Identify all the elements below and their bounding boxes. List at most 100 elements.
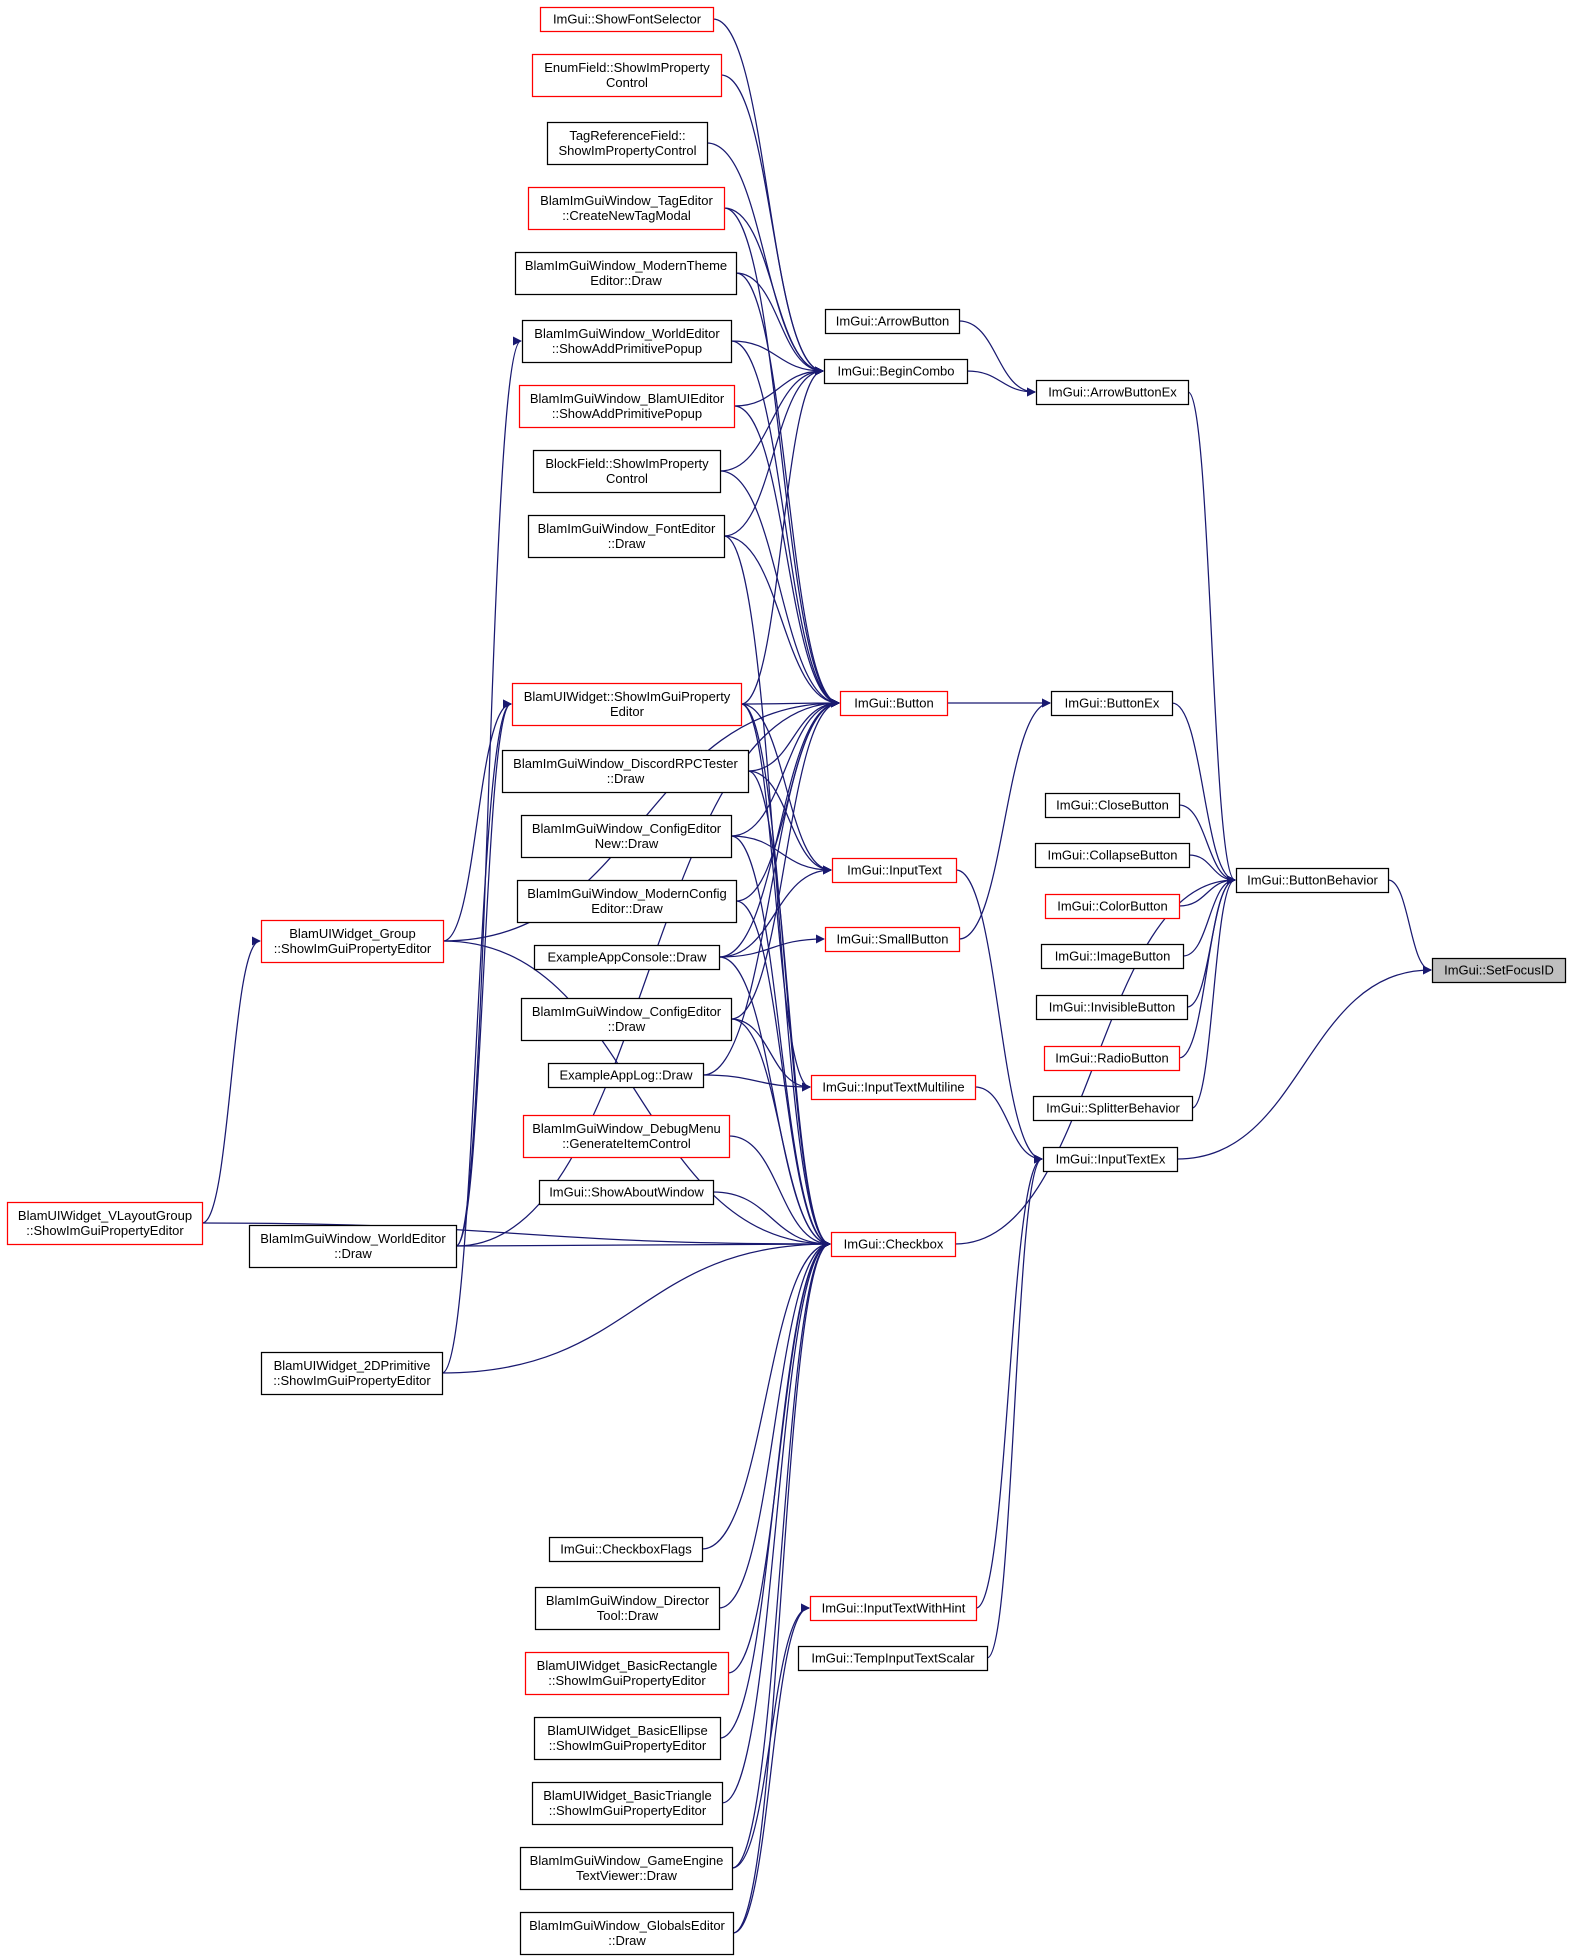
edge-blamuieditor_popup-to-button xyxy=(733,405,840,708)
node-gameengine[interactable]: BlamImGuiWindow_GameEngineTextViewer::Dr… xyxy=(519,1846,734,1891)
node-debugmenu[interactable]: BlamImGuiWindow_DebugMenu::GenerateItemC… xyxy=(522,1114,731,1159)
node-box xyxy=(516,879,738,924)
node-worldeditor_draw[interactable]: BlamImGuiWindow_WorldEditor::Draw xyxy=(248,1224,458,1269)
edge-gameengine-to-inputtextwithhint xyxy=(731,1603,810,1869)
node-globalseditor[interactable]: BlamImGuiWindow_GlobalsEditor::Draw xyxy=(519,1911,735,1956)
node-basicellipse[interactable]: BlamUIWidget_BasicEllipse::ShowImGuiProp… xyxy=(533,1716,722,1761)
edge-prim2d-to-checkbox xyxy=(441,1239,831,1374)
node-label-line: BlamImGuiWindow_WorldEditor xyxy=(534,326,720,341)
node-tagref[interactable]: TagReferenceField::ShowImPropertyControl xyxy=(546,121,709,166)
node-label-line: BlamImGuiWindow_DiscordRPCTester xyxy=(513,756,738,771)
node-tempinputtextscalar[interactable]: ImGui::TempInputTextScalar xyxy=(797,1645,989,1672)
node-showfontselector[interactable]: ImGui::ShowFontSelector xyxy=(539,6,715,33)
node-basicrect[interactable]: BlamUIWidget_BasicRectangle::ShowImGuiPr… xyxy=(524,1651,730,1696)
node-buttonex[interactable]: ImGui::ButtonEx xyxy=(1050,690,1174,717)
node-arrowbuttonex[interactable]: ImGui::ArrowButtonEx xyxy=(1035,379,1190,406)
node-box xyxy=(810,1074,977,1101)
node-box xyxy=(260,1351,444,1396)
node-label-line: ImGui::ArrowButtonEx xyxy=(1048,385,1177,400)
node-label-line: TextViewer::Draw xyxy=(576,1868,678,1883)
node-tageditor[interactable]: BlamImGuiWindow_TagEditor::CreateNewTagM… xyxy=(527,186,726,231)
node-prim2d[interactable]: BlamUIWidget_2DPrimitive::ShowImGuiPrope… xyxy=(260,1351,444,1396)
node-label-line: New::Draw xyxy=(595,836,659,851)
node-checkbox[interactable]: ImGui::Checkbox xyxy=(830,1231,957,1258)
node-arrowbutton[interactable]: ImGui::ArrowButton xyxy=(824,308,961,335)
node-inputtextex[interactable]: ImGui::InputTextEx xyxy=(1042,1146,1179,1173)
node-radiobutton[interactable]: ImGui::RadioButton xyxy=(1043,1045,1181,1072)
node-smallbutton[interactable]: ImGui::SmallButton xyxy=(824,926,961,953)
node-colorbutton[interactable]: ImGui::ColorButton xyxy=(1044,893,1181,920)
node-vlayoutgroup[interactable]: BlamUIWidget_VLayoutGroup::ShowImGuiProp… xyxy=(6,1201,204,1246)
node-configeditor[interactable]: BlamImGuiWindow_ConfigEditor::Draw xyxy=(520,997,733,1042)
node-buttonbehavior[interactable]: ImGui::ButtonBehavior xyxy=(1235,867,1390,894)
node-fonteditor[interactable]: BlamImGuiWindow_FontEditor::Draw xyxy=(527,514,726,559)
node-label-line: BlamImGuiWindow_GameEngine xyxy=(530,1853,724,1868)
node-box xyxy=(533,1716,722,1761)
node-box xyxy=(521,319,733,364)
edges xyxy=(201,18,1432,1934)
edge-gameengine-to-checkbox xyxy=(731,1239,831,1869)
node-label-line: ImGui::InvisibleButton xyxy=(1049,1000,1175,1015)
node-box xyxy=(532,449,722,494)
node-collapsebutton[interactable]: ImGui::CollapseButton xyxy=(1034,842,1191,869)
node-box xyxy=(531,1781,724,1826)
node-checkboxflags[interactable]: ImGui::CheckboxFlags xyxy=(548,1536,704,1563)
edge-configeditor-to-inputtextmultiline xyxy=(730,1018,811,1092)
node-inputtext[interactable]: ImGui::InputText xyxy=(831,857,958,884)
node-basictriangle[interactable]: BlamUIWidget_BasicTriangle::ShowImGuiPro… xyxy=(531,1781,724,1826)
edge-appconsole-to-button xyxy=(718,698,840,958)
node-begincombo[interactable]: ImGui::BeginCombo xyxy=(823,358,969,385)
node-label-line: ImGui::RadioButton xyxy=(1055,1051,1168,1066)
node-showabout[interactable]: ImGui::ShowAboutWindow xyxy=(538,1179,715,1206)
node-discordrpc[interactable]: BlamImGuiWindow_DiscordRPCTester::Draw xyxy=(501,749,750,794)
node-label-line: ::GenerateItemControl xyxy=(562,1136,691,1151)
node-label-line: ImGui::InputText xyxy=(847,863,942,878)
node-worldeditor_popup[interactable]: BlamImGuiWindow_WorldEditor::ShowAddPrim… xyxy=(521,319,733,364)
node-inputtextmultiline[interactable]: ImGui::InputTextMultiline xyxy=(810,1074,977,1101)
node-applog[interactable]: ExampleAppLog::Draw xyxy=(547,1062,705,1089)
node-uiwidget_editor[interactable]: BlamUIWidget::ShowImGuiPropertyEditor xyxy=(511,682,743,727)
node-enumfield[interactable]: EnumField::ShowImPropertyControl xyxy=(531,53,723,98)
node-box xyxy=(520,814,733,859)
node-imagebutton[interactable]: ImGui::ImageButton xyxy=(1040,943,1185,970)
node-blockfield[interactable]: BlockField::ShowImPropertyControl xyxy=(532,449,722,494)
node-box xyxy=(531,53,723,98)
node-label-line: BlamImGuiWindow_WorldEditor xyxy=(260,1231,446,1246)
node-box xyxy=(824,308,961,335)
node-label-line: ::Draw xyxy=(608,1019,646,1034)
edge-basicellipse-to-checkbox xyxy=(719,1239,831,1739)
node-appconsole[interactable]: ExampleAppConsole::Draw xyxy=(533,944,721,971)
node-label-line: ::ShowImGuiPropertyEditor xyxy=(549,1803,707,1818)
node-label-line: BlamImGuiWindow_DebugMenu xyxy=(532,1121,721,1136)
edge-buttonbehavior-to-setfocusid xyxy=(1387,879,1432,975)
node-label-line: ImGui::CheckboxFlags xyxy=(560,1542,692,1557)
node-label-line: ImGui::ColorButton xyxy=(1057,899,1168,914)
node-setfocusid[interactable]: ImGui::SetFocusID xyxy=(1431,957,1567,984)
node-group[interactable]: BlamUIWidget_Group::ShowImGuiPropertyEdi… xyxy=(260,919,445,964)
node-label-line: ImGui::Button xyxy=(854,696,933,711)
node-label-line: ExampleAppLog::Draw xyxy=(560,1068,694,1083)
node-label-line: ::ShowImGuiPropertyEditor xyxy=(26,1223,184,1238)
node-splitterbehavior[interactable]: ImGui::SplitterBehavior xyxy=(1032,1095,1194,1122)
node-invisiblebutton[interactable]: ImGui::InvisibleButton xyxy=(1035,994,1189,1021)
node-box xyxy=(539,6,715,33)
node-closebutton[interactable]: ImGui::CloseButton xyxy=(1044,792,1181,819)
edge-splitterbehavior-to-buttonbehavior xyxy=(1191,875,1236,1109)
node-inputtextwithhint[interactable]: ImGui::InputTextWithHint xyxy=(809,1595,978,1622)
node-label-line: BlamImGuiWindow_ModernConfig xyxy=(527,886,726,901)
node-button[interactable]: ImGui::Button xyxy=(839,690,949,717)
node-box xyxy=(514,251,738,296)
edge-uiwidget_editor-to-begincombo xyxy=(740,366,824,705)
node-label-line: ::ShowImGuiPropertyEditor xyxy=(274,941,432,956)
nodes: ImGui::ShowFontSelectorEnumField::ShowIm… xyxy=(6,6,1567,1956)
node-blamuieditor_popup[interactable]: BlamImGuiWindow_BlamUIEditor::ShowAddPri… xyxy=(518,384,736,429)
edge-globalseditor-to-inputtextwithhint xyxy=(732,1603,810,1934)
edge-vlayoutgroup-to-checkbox xyxy=(201,1222,831,1249)
edge-appconsole-to-checkbox xyxy=(718,956,831,1249)
node-label-line: BlamUIWidget_2DPrimitive xyxy=(274,1358,431,1373)
edge-appconsole-to-inputtext xyxy=(718,865,832,958)
